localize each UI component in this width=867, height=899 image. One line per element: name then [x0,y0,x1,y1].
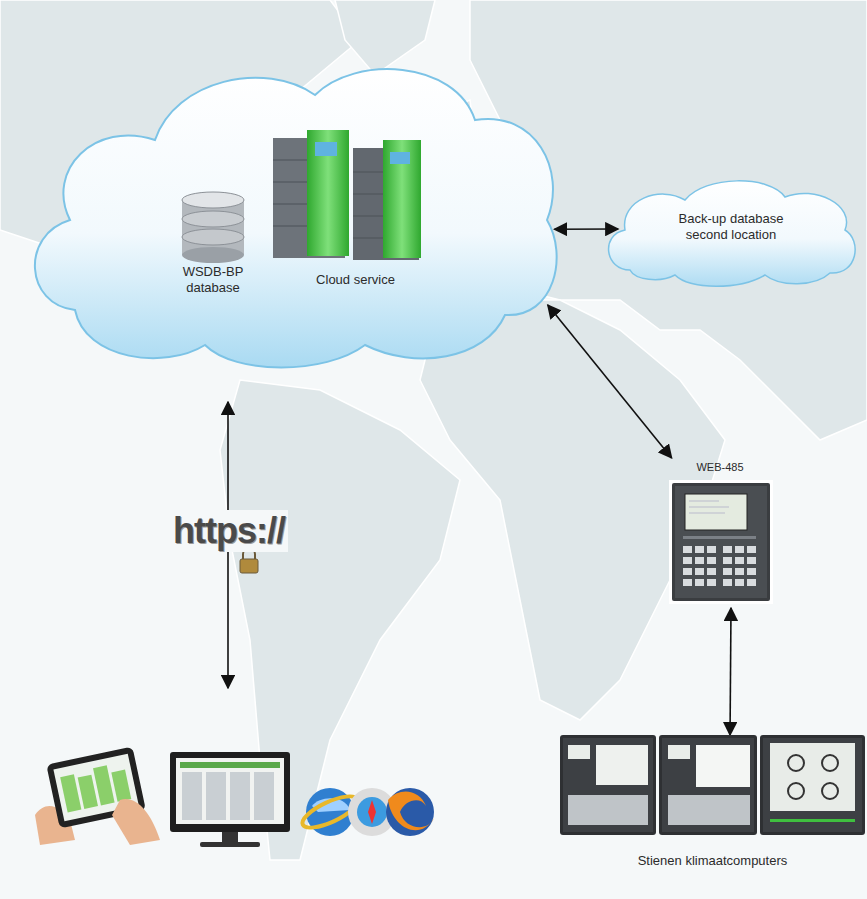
south-america [220,380,460,860]
database-label: WSDB-BP database [170,264,256,296]
backup-label: Back-up database second location [656,211,806,243]
connector-arrow [548,305,672,458]
desktop-monitor [170,752,290,847]
device-label: WEB-485 [687,460,753,474]
database-icon [182,192,244,263]
web-485-device: WEB-485 [665,458,775,608]
connector-arrow [554,228,618,230]
controller-device [665,458,775,608]
climate-computer-group: Stienen klimaatcomputers [560,735,865,880]
group-caption: Stienen klimaatcomputers [562,853,863,869]
connector-arrow [729,608,732,735]
server-icon [273,130,421,260]
protocol-label: https:// [170,510,288,552]
browser-logos [299,788,434,836]
tablet-with-hands [35,747,160,845]
greenland [335,0,435,75]
cloud-service-label: Cloud service [298,272,413,288]
cloud-outline [15,50,570,370]
backup-cloud: Back-up database second location [600,175,862,290]
cloud-service: WSDB-BP database Cloud service [15,50,570,370]
